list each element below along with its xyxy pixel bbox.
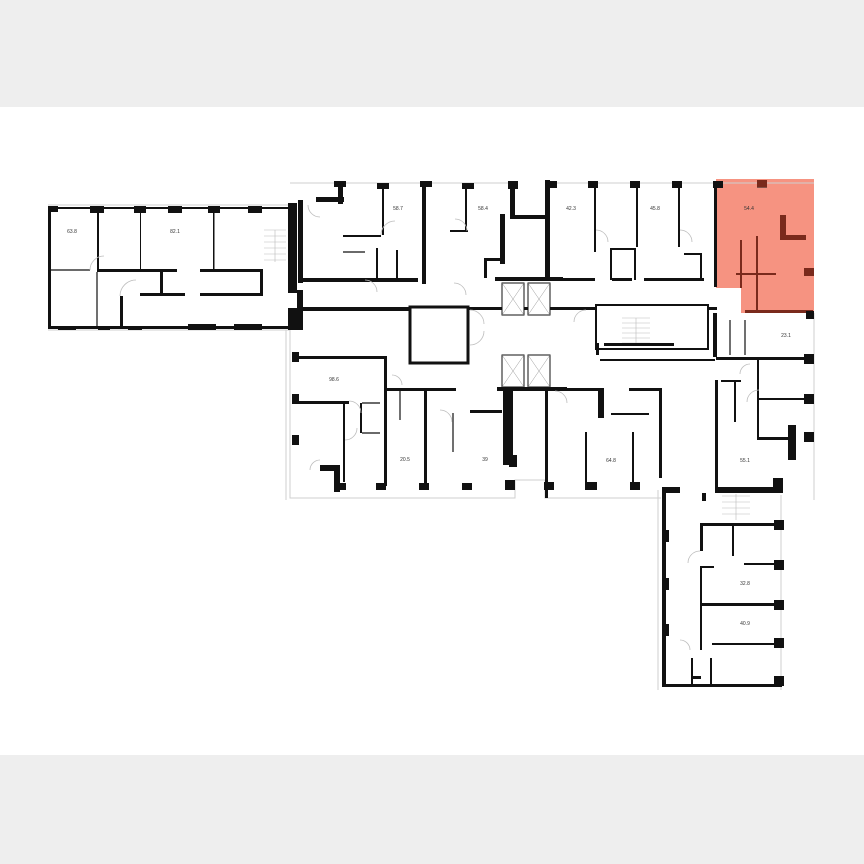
unit-23-1[interactable] bbox=[745, 313, 813, 357]
unit-label-45-8: 45.8 bbox=[650, 206, 660, 212]
unit-98-6[interactable] bbox=[299, 311, 384, 486]
unit-label-20-5: 20.5 bbox=[400, 457, 410, 463]
left-middle-block bbox=[292, 308, 517, 492]
unit-label-82-1: 82.1 bbox=[170, 229, 180, 235]
left-wing bbox=[48, 203, 297, 330]
unit-label-55-1: 55.1 bbox=[740, 458, 750, 464]
unit-label-58-7: 58.7 bbox=[393, 206, 403, 212]
unit-58-4[interactable] bbox=[426, 187, 510, 279]
top-middle-block bbox=[298, 181, 518, 296]
unit-32-8[interactable] bbox=[702, 526, 774, 603]
top-band bbox=[0, 0, 864, 107]
unit-55-1[interactable] bbox=[718, 360, 808, 487]
unit-label-42-3: 42.3 bbox=[566, 206, 576, 212]
unit-40-9[interactable] bbox=[702, 606, 774, 684]
unit-42-3[interactable] bbox=[550, 187, 634, 279]
unit-label-64-8: 64.8 bbox=[606, 458, 616, 464]
unit-label-39: 39 bbox=[482, 457, 488, 463]
unit-82-1[interactable] bbox=[99, 210, 261, 326]
unit-label-58-4: 58.4 bbox=[478, 206, 488, 212]
core bbox=[297, 180, 717, 391]
bottom-right-wing bbox=[662, 493, 784, 687]
unit-45-8[interactable] bbox=[636, 187, 714, 279]
unit-39[interactable] bbox=[427, 391, 503, 486]
top-right-block bbox=[549, 180, 814, 319]
unit-label-98-6: 98.6 bbox=[329, 377, 339, 383]
unit-58-7[interactable] bbox=[343, 187, 423, 279]
unit-label-40-9: 40.9 bbox=[740, 621, 750, 627]
unit-54-4[interactable] bbox=[716, 179, 814, 313]
unit-label-32-8: 32.8 bbox=[740, 581, 750, 587]
unit-label-23-1: 23.1 bbox=[781, 333, 791, 339]
unit-63-8[interactable] bbox=[51, 210, 97, 326]
unit-20-5[interactable] bbox=[387, 391, 424, 486]
unit-label-63-8: 63.8 bbox=[67, 229, 77, 235]
unit-label-54-4: 54.4 bbox=[744, 206, 754, 212]
unit-labels: 63.8 82.1 58.7 58.4 42.3 45.8 54.4 23.1 … bbox=[51, 179, 814, 684]
unit-64-8[interactable] bbox=[548, 391, 659, 486]
bottom-band bbox=[0, 755, 864, 864]
